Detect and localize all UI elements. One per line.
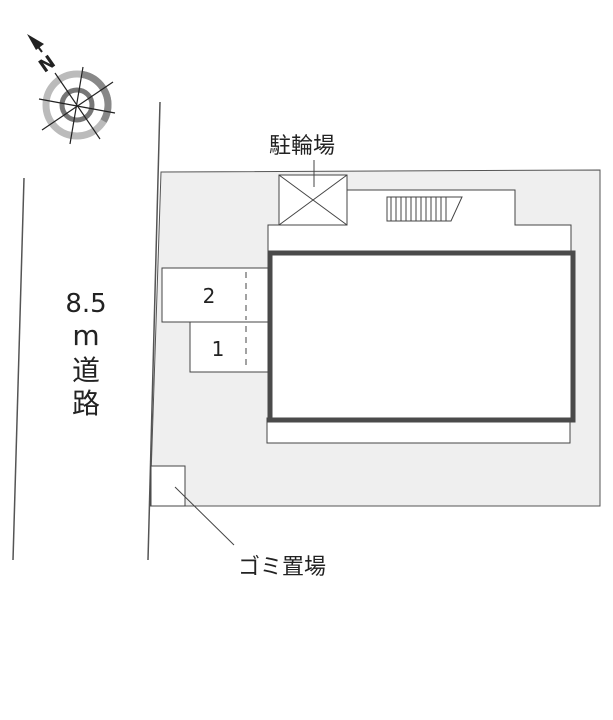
garbage-area: [150, 465, 186, 507]
road-unit-label: m: [72, 319, 99, 352]
bicycle-parking: [278, 160, 348, 226]
road-edge-right: [147, 101, 161, 561]
parking-space-1: [189, 321, 269, 373]
road-name-char2: 路: [72, 387, 100, 420]
garbage-leader: [174, 486, 235, 546]
parking-number-1: 1: [212, 337, 225, 361]
stairs-icon: [386, 196, 463, 222]
building: [267, 250, 576, 423]
bicycle-parking-label: 駐輪場: [269, 134, 335, 159]
road-name-char1: 道: [72, 354, 100, 387]
garbage-area-label: ゴミ置場: [238, 555, 326, 580]
road-width-label: 8.5: [65, 289, 106, 319]
parking-number-2: 2: [203, 284, 216, 308]
compass-rose-icon: N: [27, 34, 116, 145]
parking-space-2: [161, 267, 269, 323]
road-edge-left: [12, 177, 25, 561]
